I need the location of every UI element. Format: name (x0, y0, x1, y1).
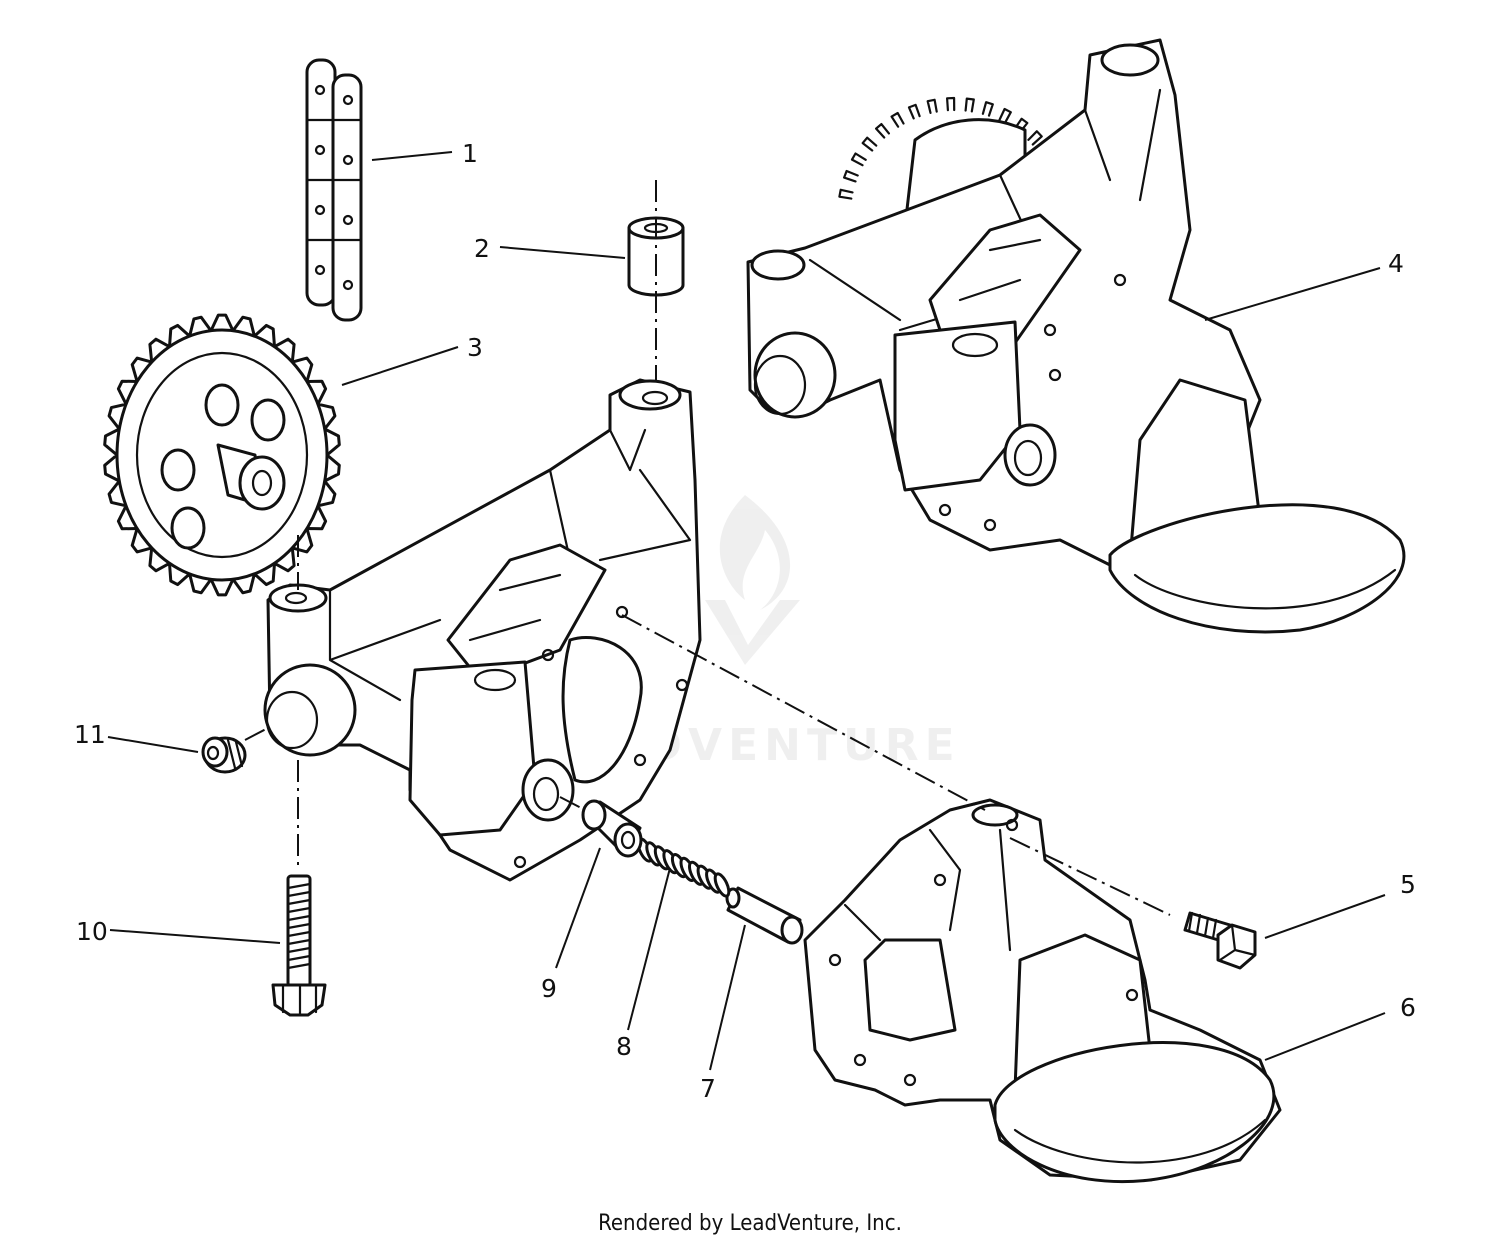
callout-9: 9 (541, 974, 557, 1003)
relief-valve-spring[interactable] (635, 837, 731, 898)
bolt-thread (286, 922, 312, 930)
bolt-thread (286, 930, 312, 938)
alignment-lines (244, 180, 1171, 916)
bolt-thread (286, 914, 312, 922)
watermark-logo-icon (705, 495, 800, 665)
callout-7: 7 (700, 1074, 716, 1103)
callout-6: 6 (1400, 993, 1416, 1022)
sprocket-gear[interactable] (103, 313, 341, 597)
oil-pump-assembly[interactable] (746, 38, 1406, 634)
spring-coil (713, 872, 731, 898)
leader-lines (107, 151, 1386, 1071)
oil-pump-body[interactable] (263, 378, 702, 882)
bolt-thread (286, 938, 312, 946)
callout-labels: 1 2 3 4 5 6 7 8 9 10 11 (74, 139, 1416, 1103)
callout-8: 8 (616, 1032, 632, 1061)
bolt-thread (286, 898, 312, 906)
bolt-thread (286, 882, 312, 890)
bolt-thread (286, 962, 312, 970)
pump-gear-tooth-arc (838, 96, 1055, 200)
callout-11: 11 (74, 720, 106, 749)
flange-bolt-short[interactable] (1183, 911, 1257, 970)
spring-coils (636, 837, 731, 898)
relief-valve-plunger[interactable] (725, 886, 804, 945)
callout-2: 2 (474, 234, 490, 263)
valve-spacer[interactable] (581, 799, 643, 858)
bolt-thread (286, 946, 312, 954)
callout-1: 1 (462, 139, 478, 168)
pipe-plug[interactable] (201, 736, 247, 774)
oil-pickup-housing[interactable] (803, 798, 1282, 1183)
pump-gear-teeth (838, 96, 1055, 200)
callout-3: 3 (467, 333, 483, 362)
flange-bolt-long[interactable] (271, 874, 327, 1017)
callout-10: 10 (76, 917, 108, 946)
bolt-thread (286, 906, 312, 914)
callout-4: 4 (1388, 249, 1404, 278)
callout-5: 5 (1400, 870, 1416, 899)
credit-text: Rendered by LeadVenture, Inc. (598, 1211, 902, 1236)
bolt-thread (286, 954, 312, 962)
bolt-thread (286, 890, 312, 898)
roller-chain[interactable] (305, 58, 363, 322)
